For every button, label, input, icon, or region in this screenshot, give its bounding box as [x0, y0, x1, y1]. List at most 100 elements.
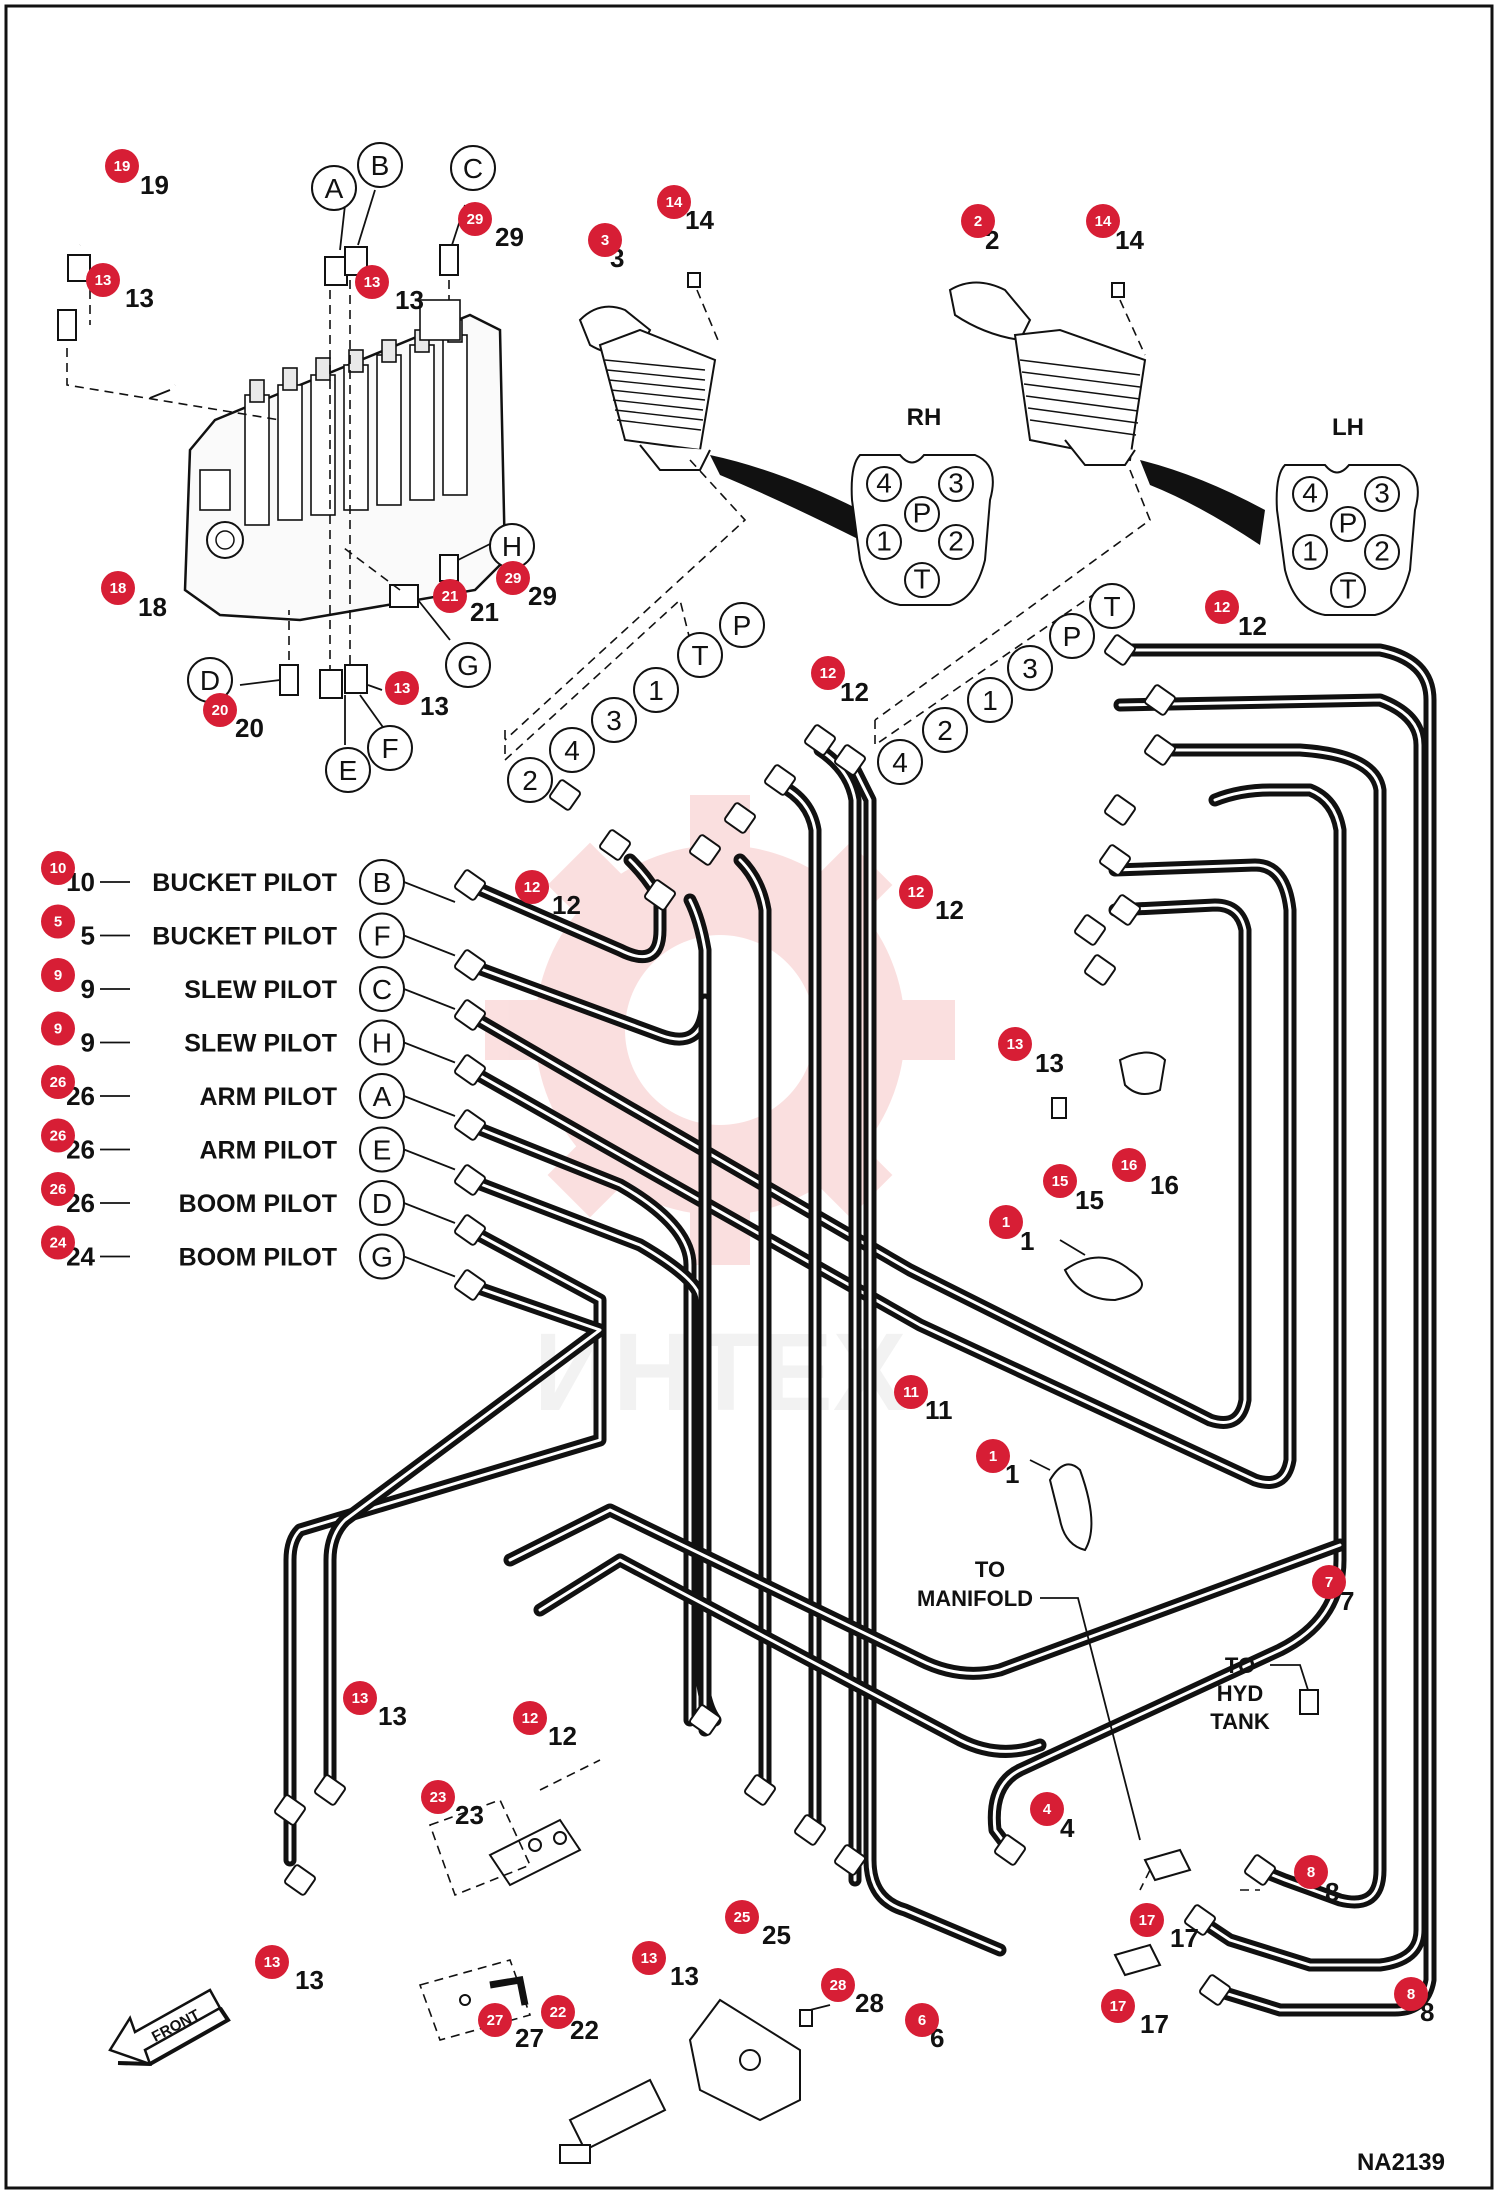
valve-port-D: D — [187, 657, 233, 703]
lh-seq-port-3: 3 — [1007, 645, 1053, 691]
pilot-port-D-text: D — [372, 1188, 392, 1219]
hose-12-highlight — [818, 748, 857, 1882]
callout-8: 88 — [1294, 1855, 1339, 1907]
callout-ref-number: 12 — [552, 890, 581, 920]
callout-badge — [1112, 1148, 1146, 1182]
hose-16-highlight — [1118, 698, 1422, 1967]
callout-badge-number: 14 — [1095, 213, 1112, 230]
to-hyd-tank-note: TO HYD TANK — [1210, 1653, 1319, 1734]
hose-fitting — [454, 949, 486, 981]
callout-badge-number: 20 — [212, 702, 229, 719]
fitting — [344, 664, 368, 694]
callout-badge — [513, 1701, 547, 1735]
callout-ref-number: 11 — [925, 1395, 953, 1425]
callout-badge-number: 13 — [352, 1690, 369, 1707]
callout-badge-number: 17 — [1110, 1998, 1127, 2015]
callout-badge — [433, 579, 467, 613]
callout-badge — [1130, 1903, 1164, 1937]
callout-ref-number: 13 — [125, 283, 154, 313]
bolt — [1111, 282, 1125, 298]
callout-ref-number: 16 — [1150, 1170, 1179, 1200]
pilot-port-F: F — [359, 912, 405, 959]
callout-ref-number: 20 — [235, 713, 264, 743]
pilot-badge-number: 5 — [54, 914, 62, 931]
hose-fitting — [1184, 1904, 1216, 1936]
pilot-port-C-text: C — [372, 974, 392, 1005]
hose-fitting — [454, 1054, 486, 1086]
valve-port-F-text: F — [381, 733, 398, 764]
callout-badge — [203, 693, 237, 727]
callout-badge-number: 22 — [550, 2004, 567, 2021]
callout-badge — [105, 149, 139, 183]
callout-badge-number: 12 — [908, 884, 925, 901]
callout-badge-number: 14 — [666, 194, 683, 211]
callout-badge-number: 12 — [820, 665, 837, 682]
rh-seq-port-3: 3 — [591, 697, 637, 743]
pilot-ref-number: 9 — [81, 1028, 95, 1058]
valve-port-G-text: G — [457, 650, 479, 681]
callout-badge — [657, 185, 691, 219]
lh-face-port-3-text: 3 — [1374, 478, 1390, 509]
rh-face-port-P-text: P — [913, 498, 932, 529]
hose-fitting — [644, 879, 676, 911]
valve-port-G: G — [445, 642, 491, 688]
callout-badge — [899, 875, 933, 909]
callout-badge — [632, 1941, 666, 1975]
callout-ref-number: 25 — [762, 1920, 791, 1950]
hose-19-highlight — [538, 1558, 1042, 1753]
valve-port-F: F — [367, 725, 413, 771]
callout-badge-number: 12 — [524, 879, 541, 896]
fitting — [67, 254, 91, 282]
callout-ref-number: 13 — [295, 1965, 324, 1995]
lh-seq-port-1: 1 — [967, 677, 1013, 723]
callout-ref-number: 13 — [378, 1701, 407, 1731]
hose-fitting — [1244, 1854, 1276, 1886]
rh-face-port-2: 2 — [938, 524, 974, 560]
rh-seq-port-4: 4 — [549, 727, 595, 773]
rh-seq-port-2-text: 2 — [522, 765, 538, 796]
callout-ref-number: 12 — [935, 895, 964, 925]
hose-15-highlight — [1158, 748, 1382, 1904]
callout-badge — [1394, 1977, 1428, 2011]
valve-port-E: E — [325, 747, 371, 793]
hose-1-highlight — [468, 858, 662, 959]
pilot-badge-number: 9 — [54, 1021, 62, 1038]
hose-fitting — [794, 1814, 826, 1846]
callout-ref-number: 27 — [515, 2023, 544, 2053]
callout-ref-number: 23 — [455, 1800, 484, 1830]
hose-fitting — [1084, 954, 1116, 986]
callout-badge-number: 13 — [394, 680, 411, 697]
hose-4-highlight — [468, 863, 1292, 1484]
callout-ref-number: 13 — [670, 1961, 699, 1991]
valve-port-E-text: E — [339, 755, 358, 786]
tee-fitting — [1113, 1943, 1162, 1977]
callout-badge-number: 29 — [505, 570, 522, 587]
lh-face-port-3: 3 — [1364, 476, 1400, 512]
callout-badge — [458, 202, 492, 236]
bolt — [687, 272, 701, 288]
callout-badge-number: 8 — [1407, 1986, 1415, 2003]
hose-fitting — [804, 724, 836, 756]
drawing-id: NA2139 — [1357, 2149, 1445, 2176]
callout-badge-number: 13 — [1007, 1036, 1024, 1053]
to-hyd-tank-line1: TO — [1225, 1653, 1255, 1678]
pilot-badge-number: 26 — [50, 1128, 67, 1145]
callout-badge — [255, 1945, 289, 1979]
rh-face-port-T-text: T — [913, 564, 930, 595]
callout-badge — [588, 223, 622, 257]
callout-badge — [1312, 1565, 1346, 1599]
lh-face-port-P-text: P — [1339, 508, 1358, 539]
fitting — [279, 664, 299, 696]
callout-badge — [421, 1780, 455, 1814]
callout-badge — [989, 1205, 1023, 1239]
callout-1: 11 — [976, 1439, 1019, 1489]
